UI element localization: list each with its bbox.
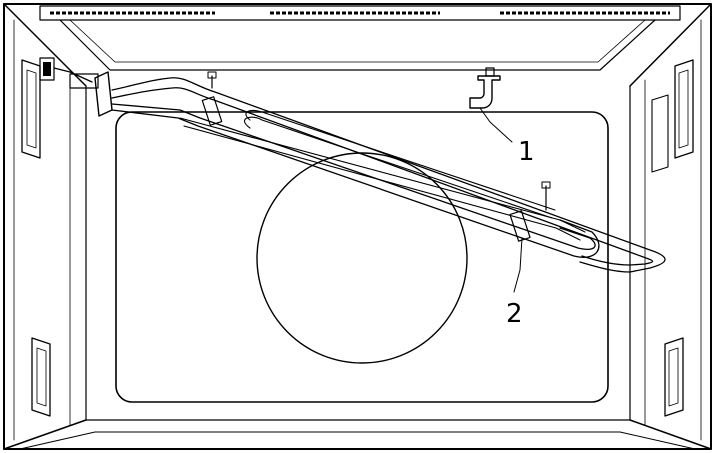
element-terminal-lead	[53, 67, 93, 83]
element-tube-outer-a	[111, 77, 666, 273]
bracket-part	[469, 67, 501, 109]
oven-cavity	[3, 3, 712, 450]
right-rack-supports	[644, 19, 702, 441]
right-support-lower	[664, 337, 684, 417]
callout-2-label: 2	[506, 299, 523, 329]
callout-2-leader	[513, 237, 523, 293]
bracket-top-stud	[485, 67, 495, 77]
element-connector-terminal	[43, 62, 51, 76]
cavity-corner-tr	[629, 3, 712, 87]
cavity-outer-frame	[3, 3, 712, 450]
element-tube-inner-a	[111, 103, 596, 250]
turntable-circle	[256, 152, 468, 364]
element-tube-middle-b	[183, 125, 581, 241]
back-panel	[115, 111, 609, 403]
left-rack-supports	[13, 19, 71, 441]
element-tube-middle-a	[179, 117, 586, 233]
callout-1: 1	[479, 107, 535, 167]
element-terminal-block	[69, 73, 99, 89]
cavity-floor-edge	[19, 431, 696, 450]
cavity-back-wall	[85, 85, 631, 421]
ceiling-panel-inner	[69, 19, 646, 63]
left-support-lower-inner	[36, 347, 47, 407]
ceiling-panel	[59, 19, 656, 71]
vent-strip-frame	[39, 5, 681, 21]
callout-1-leader	[479, 107, 513, 143]
element-clip-right-cap	[541, 181, 551, 189]
heating-element	[39, 57, 666, 273]
right-support-upper	[674, 59, 694, 159]
element-connector	[39, 57, 55, 81]
element-tube-loop-b	[244, 116, 553, 219]
callout-1-label: 1	[518, 137, 535, 167]
right-support-lower-inner	[668, 347, 679, 407]
element-clip-right	[509, 210, 531, 242]
right-support-mid	[651, 94, 669, 173]
left-support-lower	[31, 337, 51, 417]
element-clip-left-cap	[207, 71, 217, 79]
left-support-upper	[21, 59, 41, 159]
heating-element-bracket	[469, 75, 501, 109]
left-support-upper-inner	[26, 69, 37, 149]
cavity-corner-bl	[3, 419, 87, 450]
back-panel-outline	[115, 111, 609, 403]
top-vent-strip	[39, 5, 681, 71]
cavity-corner-br	[629, 419, 712, 450]
element-clip-left	[201, 96, 223, 126]
element-tube-inner-b	[111, 109, 600, 258]
cavity-corner-tl	[3, 3, 87, 87]
element-tube-outer-b	[111, 87, 654, 266]
right-support-upper-inner	[678, 69, 689, 149]
callout-2: 2	[506, 237, 523, 329]
